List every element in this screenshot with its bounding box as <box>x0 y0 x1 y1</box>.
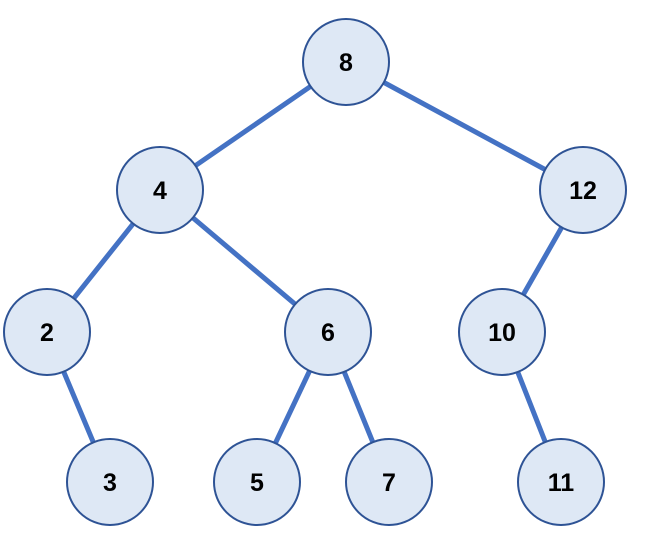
node-circle-4[interactable] <box>117 147 203 233</box>
tree-node-6[interactable]: 6 <box>285 289 371 375</box>
node-label-12: 12 <box>569 177 597 205</box>
node-label-2: 2 <box>40 319 54 347</box>
nodes-layer: 8 4 12 2 6 10 3 5 7 11 <box>4 19 626 525</box>
tree-node-2[interactable]: 2 <box>4 289 90 375</box>
tree-node-11[interactable]: 11 <box>518 439 604 525</box>
node-label-6: 6 <box>321 319 335 347</box>
node-label-3: 3 <box>103 469 117 497</box>
node-circle-6[interactable] <box>285 289 371 375</box>
tree-node-5[interactable]: 5 <box>214 439 300 525</box>
node-label-5: 5 <box>250 469 264 497</box>
node-circle-12[interactable] <box>540 147 626 233</box>
node-circle-11[interactable] <box>518 439 604 525</box>
node-circle-10[interactable] <box>459 289 545 375</box>
node-label-4: 4 <box>153 177 167 205</box>
node-label-10: 10 <box>488 319 516 347</box>
node-label-8: 8 <box>339 49 353 77</box>
node-circle-5[interactable] <box>214 439 300 525</box>
tree-node-3[interactable]: 3 <box>67 439 153 525</box>
node-circle-8[interactable] <box>303 19 389 105</box>
node-circle-2[interactable] <box>4 289 90 375</box>
tree-node-10[interactable]: 10 <box>459 289 545 375</box>
edges-layer <box>44 59 586 485</box>
node-label-11: 11 <box>548 469 575 497</box>
tree-node-4[interactable]: 4 <box>117 147 203 233</box>
tree-node-8[interactable]: 8 <box>303 19 389 105</box>
node-label-7: 7 <box>382 469 396 497</box>
node-circle-7[interactable] <box>346 439 432 525</box>
tree-node-12[interactable]: 12 <box>540 147 626 233</box>
tree-edge-8-to-12 <box>343 59 586 193</box>
tree-node-7[interactable]: 7 <box>346 439 432 525</box>
node-circle-3[interactable] <box>67 439 153 525</box>
